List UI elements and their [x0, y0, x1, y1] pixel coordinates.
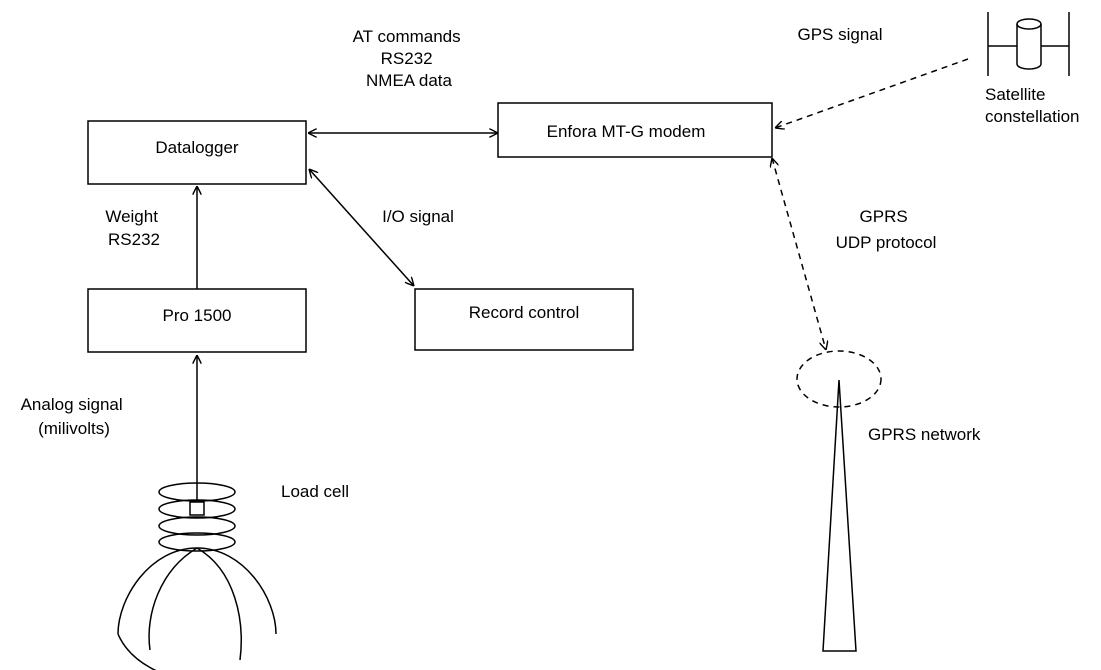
at-commands-label: AT commands RS232 NMEA data	[353, 27, 466, 90]
pro1500-label: Pro 1500	[163, 306, 232, 325]
satellite-icon	[987, 12, 1070, 76]
gprs-network-label: GPRS network	[868, 425, 981, 444]
load-cell-label: Load cell	[281, 482, 349, 501]
io-signal-arrow	[309, 169, 414, 286]
gps-signal-arrow	[775, 58, 969, 128]
datalogger-label: Datalogger	[155, 138, 239, 157]
satellite-label: Satellite constellation	[985, 85, 1080, 126]
gprs-arrow	[772, 158, 826, 350]
datalogger-node: Datalogger	[87, 120, 307, 185]
record-control-node: Record control	[414, 288, 634, 351]
gprs-label: GPRS UDP protocol	[836, 207, 937, 252]
analog-signal-label: Analog signal (milivolts)	[21, 395, 128, 438]
pro1500-node: Pro 1500	[87, 288, 307, 353]
io-signal-label: I/O signal	[382, 207, 454, 226]
load-cell-icon	[117, 482, 277, 670]
modem-label: Enfora MT-G modem	[547, 122, 706, 141]
weight-label: Weight RS232	[105, 207, 162, 249]
gprs-tower-icon	[796, 350, 882, 652]
modem-node: Enfora MT-G modem	[497, 102, 773, 158]
gps-signal-label: GPS signal	[797, 25, 882, 44]
record-control-label: Record control	[469, 303, 580, 322]
